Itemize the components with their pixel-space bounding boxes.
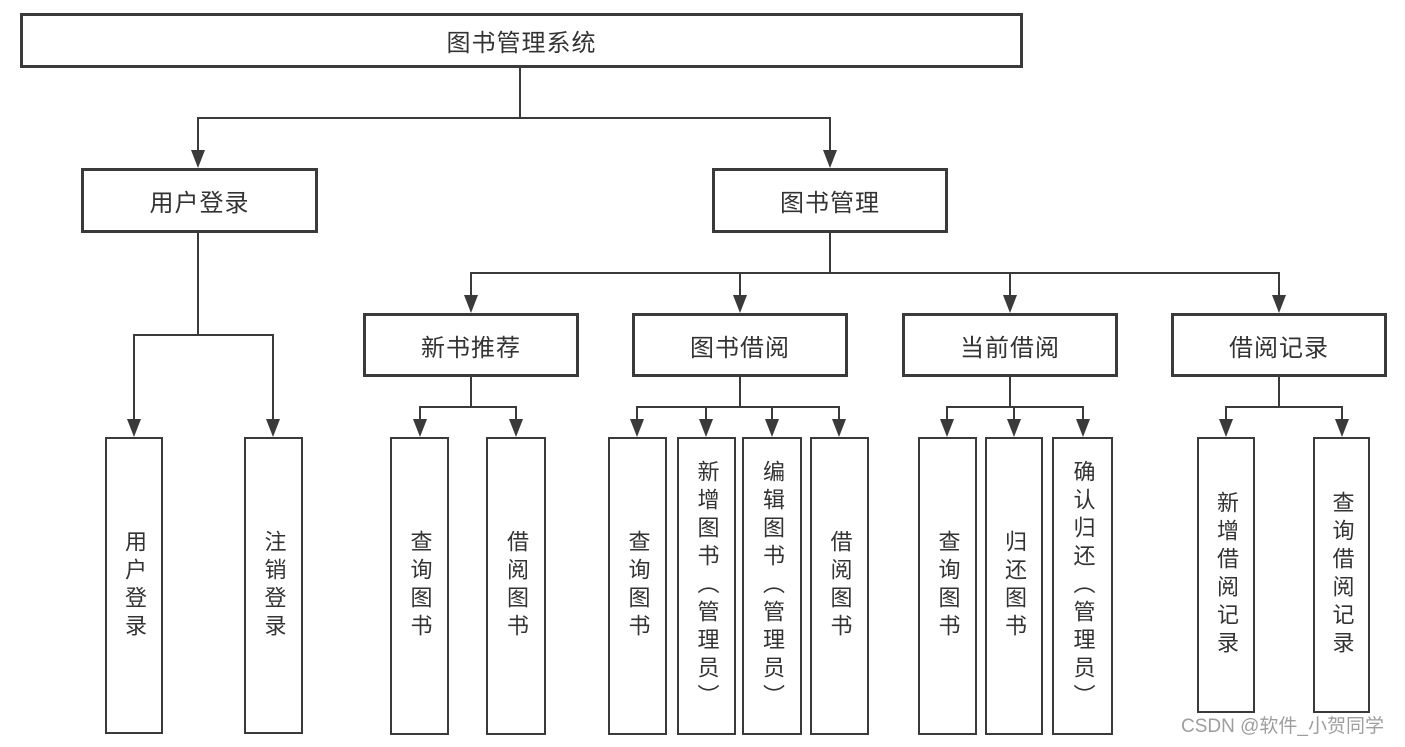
connector-nbr-query-stem <box>419 406 421 419</box>
node-bb-query-books-label: 查询图书 <box>625 530 651 642</box>
connector-current-borrow-stem <box>1009 272 1011 296</box>
connector-bb-rail <box>636 406 840 408</box>
connector-bb-borrow-stem <box>838 406 840 419</box>
arrowhead-nbr-query-icon <box>413 419 427 437</box>
csdn-watermark: CSDN @软件_小贺同学 <box>1181 716 1384 737</box>
connector-cb-trunk <box>1009 376 1011 408</box>
node-root-label: 图书管理系统 <box>446 30 597 57</box>
connector-logout-stem <box>272 334 274 419</box>
node-logout-label: 注销登录 <box>261 529 287 642</box>
arrowhead-bb-borrow-icon <box>832 419 846 437</box>
arrowhead-user-login-icon <box>191 150 205 168</box>
connector-cb-return-stem <box>1013 406 1015 419</box>
connector-book-borrow-stem <box>739 272 741 296</box>
node-br-add-record: 新增借阅记录 <box>1197 437 1255 713</box>
connector-root-trunk <box>519 66 521 119</box>
connector-br-query-stem <box>1341 406 1343 419</box>
node-user-login: 用户登录 <box>81 168 318 233</box>
connector-bb-edit-stem <box>771 406 773 419</box>
node-new-book-recommend: 新书推荐 <box>363 313 579 377</box>
arrowhead-book-mgmt-icon <box>823 150 837 168</box>
arrowhead-br-query-icon <box>1335 419 1349 437</box>
arrowhead-logout-icon <box>266 419 280 437</box>
connector-bb-trunk <box>739 376 741 408</box>
arrowhead-nbr-borrow-icon <box>509 419 523 437</box>
node-bb-borrow-books-label: 借阅图书 <box>827 530 853 642</box>
connector-cb-rail <box>946 406 1084 408</box>
node-bb-add-books-admin: 新增图书（管理员） <box>677 437 736 735</box>
node-cb-query-books: 查询图书 <box>918 437 977 735</box>
connector-bb-add-stem <box>705 406 707 419</box>
node-cb-return-books: 归还图书 <box>985 437 1043 735</box>
node-bb-query-books: 查询图书 <box>608 437 667 735</box>
node-borrow-records: 借阅记录 <box>1171 313 1387 377</box>
arrowhead-bb-query-icon <box>630 419 644 437</box>
connector-cb-confirm-stem <box>1082 406 1084 419</box>
node-br-add-record-label: 新增借阅记录 <box>1214 491 1239 659</box>
node-borrow-records-label: 借阅记录 <box>1229 334 1329 362</box>
node-cb-confirm-return-admin-label: 确认归还（管理员） <box>1070 460 1096 712</box>
arrowhead-bb-add-icon <box>699 419 713 437</box>
node-cb-query-books-label: 查询图书 <box>935 530 961 642</box>
connector-mgmt-branch-trunk <box>829 233 831 274</box>
connector-bb-query-stem <box>636 406 638 419</box>
arrowhead-new-book-icon <box>464 295 478 313</box>
connector-nbr-trunk <box>470 376 472 408</box>
connector-level1-rail <box>197 117 831 119</box>
connector-br-rail <box>1225 406 1343 408</box>
connector-cb-query-stem <box>946 406 948 419</box>
node-bb-edit-books-admin: 编辑图书（管理员） <box>742 437 802 735</box>
node-user-login-action-label: 用户登录 <box>122 529 147 642</box>
node-logout: 注销登录 <box>244 437 303 734</box>
node-new-book-recommend-label: 新书推荐 <box>421 334 521 362</box>
node-current-borrow-label: 当前借阅 <box>960 334 1060 362</box>
node-current-borrow: 当前借阅 <box>902 313 1118 377</box>
connector-br-trunk <box>1278 376 1280 408</box>
node-book-management: 图书管理 <box>712 168 948 233</box>
node-book-borrow: 图书借阅 <box>632 313 848 377</box>
node-nbr-query-books: 查询图书 <box>390 437 449 735</box>
connector-user-branch-rail <box>133 334 274 336</box>
connector-user-branch-trunk <box>197 233 199 336</box>
node-user-login-label: 用户登录 <box>149 190 250 217</box>
arrowhead-br-add-icon <box>1219 419 1233 437</box>
arrowhead-borrow-records-icon <box>1272 295 1286 313</box>
arrowhead-login-action-icon <box>127 419 141 437</box>
node-book-borrow-label: 图书借阅 <box>690 334 790 362</box>
node-cb-confirm-return-admin: 确认归还（管理员） <box>1052 437 1113 735</box>
node-root: 图书管理系统 <box>20 13 1023 68</box>
arrowhead-bb-edit-icon <box>765 419 779 437</box>
arrowhead-cb-confirm-icon <box>1076 419 1090 437</box>
node-br-query-record: 查询借阅记录 <box>1313 437 1370 713</box>
connector-borrow-records-stem <box>1278 272 1280 296</box>
connector-mgmt-branch-rail <box>470 272 1280 274</box>
node-user-login-action: 用户登录 <box>105 437 163 734</box>
node-br-query-record-label: 查询借阅记录 <box>1329 491 1355 659</box>
connector-book-mgmt-stem <box>829 117 831 151</box>
node-nbr-query-books-label: 查询图书 <box>407 530 433 642</box>
connector-user-login-stem <box>197 117 199 151</box>
connector-nbr-rail <box>419 406 517 408</box>
arrowhead-cb-query-icon <box>940 419 954 437</box>
connector-br-add-stem <box>1225 406 1227 419</box>
node-nbr-borrow-books: 借阅图书 <box>486 437 546 735</box>
arrowhead-book-borrow-icon <box>733 295 747 313</box>
node-cb-return-books-label: 归还图书 <box>1002 530 1027 642</box>
node-bb-edit-books-admin-label: 编辑图书（管理员） <box>760 460 785 712</box>
node-book-management-label: 图书管理 <box>780 190 880 217</box>
node-nbr-borrow-books-label: 借阅图书 <box>504 530 529 642</box>
connector-nbr-borrow-stem <box>515 406 517 419</box>
connector-new-book-stem <box>470 272 472 296</box>
node-bb-add-books-admin-label: 新增图书（管理员） <box>694 460 720 712</box>
connector-login-action-stem <box>133 334 135 419</box>
arrowhead-cb-return-icon <box>1007 419 1021 437</box>
arrowhead-current-borrow-icon <box>1003 295 1017 313</box>
node-bb-borrow-books: 借阅图书 <box>810 437 869 735</box>
